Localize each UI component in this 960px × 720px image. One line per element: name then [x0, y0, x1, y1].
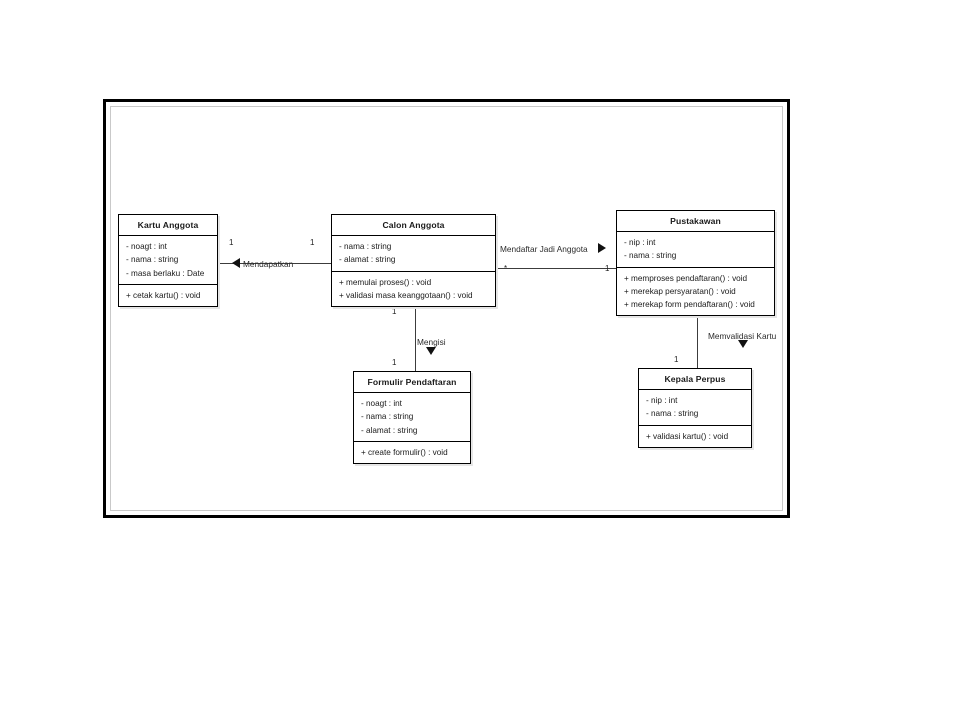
link-mendaftar-jadi-anggota [496, 268, 616, 269]
mult-mendaftar-source: * [504, 264, 508, 273]
class-attribute: - alamat : string [361, 425, 418, 435]
class-methods-pustakawan: + memproses pendaftaran() : void + merek… [617, 268, 774, 316]
mult-mendapatkan-target: 1 [310, 238, 315, 247]
class-attributes-calon-anggota: - nama : string - alamat : string [332, 236, 495, 272]
class-box-calon-anggota[interactable]: Calon Anggota - nama : string - alamat :… [331, 214, 496, 308]
class-attribute: - nama : string [624, 251, 677, 261]
class-box-kartu-anggota[interactable]: Kartu Anggota - noagt : int - nama : str… [118, 214, 218, 308]
class-attribute: - nama : string [646, 409, 699, 419]
class-attributes-formulir-pendaftaran: - noagt : int - nama : string - alamat :… [354, 393, 470, 442]
mult-memvalidasi-target: 1 [674, 355, 679, 364]
class-box-kepala-perpus[interactable]: Kepala Perpus - nip : int - nama : strin… [638, 368, 752, 448]
class-attributes-kepala-perpus: - nip : int - nama : string [639, 390, 751, 426]
class-box-pustakawan[interactable]: Pustakawan - nip : int - nama : string +… [616, 210, 775, 317]
mult-mengisi-source: 1 [392, 307, 397, 316]
assoc-label-memvalidasi-kartu: Memvalidasi Kartu [708, 331, 777, 341]
mult-mendaftar-target: 1 [605, 264, 610, 273]
class-method: + memulai proses() : void [339, 277, 432, 287]
assoc-label-mendapatkan: Mendapatkan [243, 259, 294, 269]
diagram-frame-inner-border [110, 106, 783, 511]
link-memvalidasi-kartu [697, 305, 698, 369]
class-name-pustakawan: Pustakawan [617, 211, 774, 232]
class-method: + validasi kartu() : void [646, 431, 729, 441]
link-mendapatkan [218, 263, 331, 264]
arrow-mendapatkan-icon [232, 258, 240, 268]
class-methods-kartu-anggota: + cetak kartu() : void [119, 285, 217, 306]
class-method: + merekap persyaratan() : void [624, 286, 736, 296]
class-method: + create formulir() : void [361, 447, 448, 457]
assoc-label-mendaftar-jadi-anggota: Mendaftar Jadi Anggota [500, 244, 588, 254]
class-name-kartu-anggota: Kartu Anggota [119, 215, 217, 236]
class-attribute: - nip : int [624, 238, 656, 247]
class-method: + memproses pendaftaran() : void [624, 273, 748, 283]
class-attribute: - alamat : string [339, 255, 396, 265]
class-methods-formulir-pendaftaran: + create formulir() : void [354, 442, 470, 463]
class-attribute: - nama : string [126, 255, 179, 265]
class-methods-calon-anggota: + memulai proses() : void + validasi mas… [332, 272, 495, 307]
class-attribute: - noagt : int [126, 242, 167, 251]
class-method: + cetak kartu() : void [126, 290, 201, 300]
class-name-formulir-pendaftaran: Formulir Pendaftaran [354, 372, 470, 393]
class-name-calon-anggota: Calon Anggota [332, 215, 495, 236]
class-attribute: - nama : string [361, 412, 414, 422]
arrow-memvalidasi-kartu-icon [738, 340, 748, 348]
class-method: + validasi masa keanggotaan() : void [339, 290, 473, 300]
class-attributes-kartu-anggota: - noagt : int - nama : string - masa ber… [119, 236, 217, 285]
assoc-label-mengisi: Mengisi [417, 337, 446, 347]
class-method: + merekap form pendaftaran() : void [624, 300, 755, 310]
class-attribute: - nama : string [339, 242, 392, 251]
class-box-formulir-pendaftaran[interactable]: Formulir Pendaftaran - noagt : int - nam… [353, 371, 471, 465]
class-attribute: - masa berlaku : Date [126, 268, 205, 278]
link-mengisi [415, 300, 416, 372]
class-attributes-pustakawan: - nip : int - nama : string [617, 232, 774, 268]
class-name-kepala-perpus: Kepala Perpus [639, 369, 751, 390]
arrow-mengisi-icon [426, 347, 436, 355]
class-attribute: - noagt : int [361, 399, 402, 408]
mult-mengisi-target: 1 [392, 358, 397, 367]
class-attribute: - nip : int [646, 396, 678, 405]
class-methods-kepala-perpus: + validasi kartu() : void [639, 426, 751, 447]
arrow-mendaftar-jadi-anggota-icon [598, 243, 606, 253]
mult-mendapatkan-source: 1 [229, 238, 234, 247]
